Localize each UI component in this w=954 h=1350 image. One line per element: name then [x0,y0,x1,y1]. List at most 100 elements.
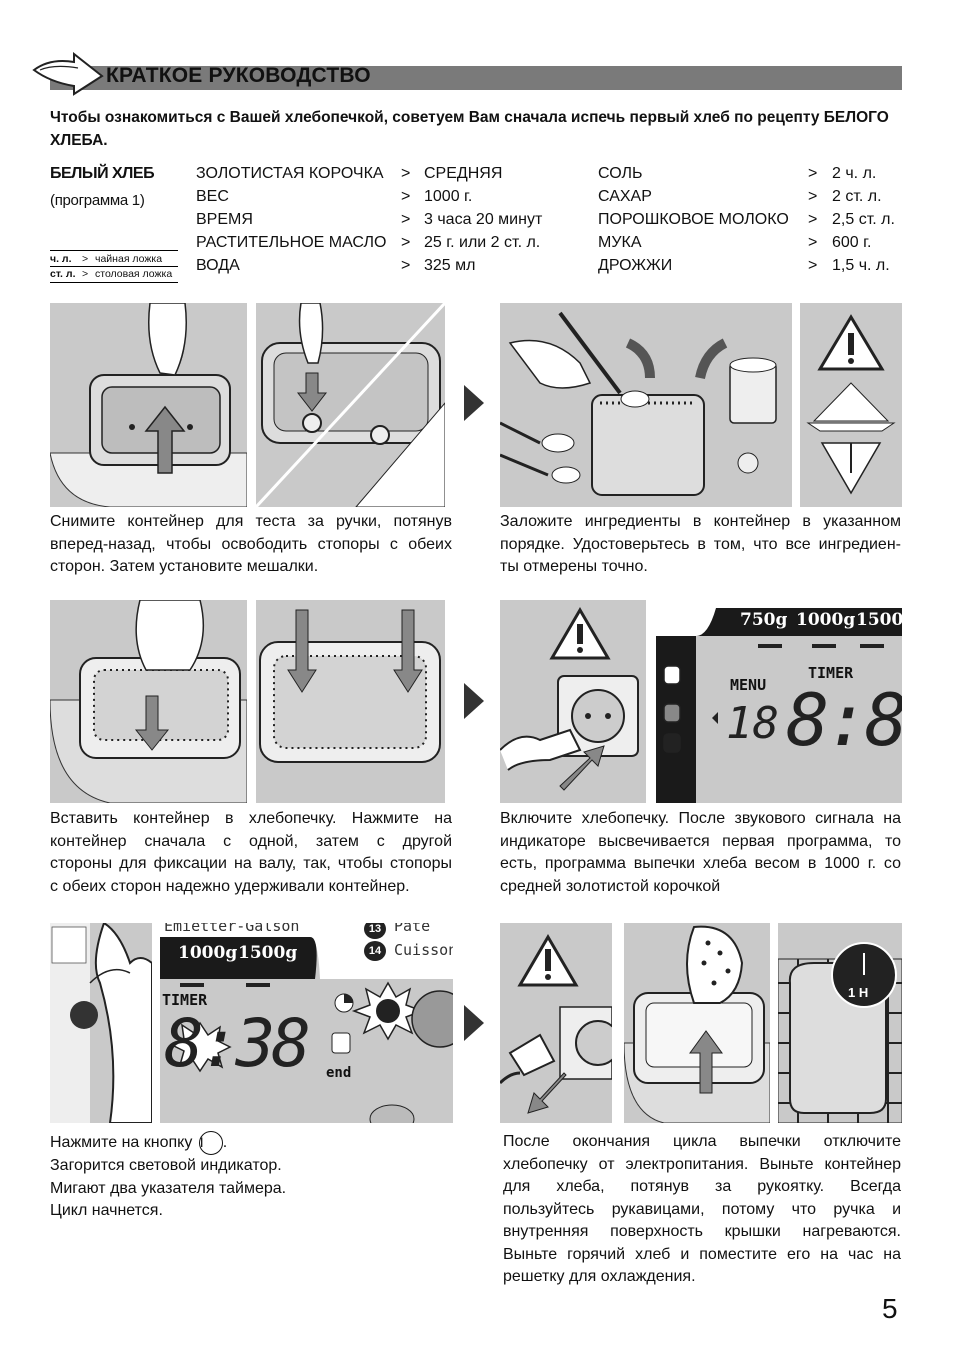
caption-line: После окончания цикла выпечки отключите [503,1133,901,1150]
weight-1000: 1000g [796,610,856,630]
setting-sep: > [401,257,411,274]
abbr-meaning: чайная ложка [95,253,163,265]
caption-line: Цикл начнется. [50,1202,163,1219]
caption-punct: . [222,1134,228,1152]
caption-line: есть, программа выпечки хлеба весом в 10… [500,855,901,872]
ingredient-label: СОЛЬ [598,165,643,182]
program-item-cuisson: Cuisson [394,941,453,959]
ingredient-value: 2 ст. л. [832,188,882,205]
top-cut-label: Emietter-Galson [164,923,300,935]
caption-line: сторон. Затем установите мешалки. [50,558,319,575]
caption-line: контейнер сначала с одной, затем с друго… [50,832,452,850]
display-panel-2: Emietter-Galson 13 Pate 14 Cuisson 1000g… [160,923,453,1123]
time-readout: 8:88 [786,678,902,762]
abbreviation-legend: ч. л. > чайная ложка ст. л. > столовая ложка [50,250,178,283]
ingredient-value: 1,5 ч. л. [832,257,890,274]
ingredient-sep: > [808,165,818,182]
next-step-arrow-icon [464,385,484,421]
caption-line: решетку для охлаждения. [503,1268,696,1285]
end-label: end [326,1065,352,1081]
ingredient-label: САХАР [598,188,652,205]
illustration-weigh-warning [800,303,902,507]
ingredient-value: 600 г. [832,234,872,251]
caption-line: ты отмерены точно. [500,558,648,575]
abbr-key: ст. л. [50,268,76,280]
caption-line: внутренняя поверхность крышки нагреваютс… [503,1223,901,1240]
illustration-unplug [500,923,612,1123]
recipe-name: БЕЛЫЙ ХЛЕБ [50,165,155,182]
setting-label: ВРЕМЯ [196,211,253,228]
abbr-key: ч. л. [50,253,72,265]
illustration-insert-pan [50,600,247,803]
illustration-remove-bread [624,923,770,1123]
abbr-sep: > [82,253,89,265]
setting-sep: > [401,234,411,251]
illustration-cooling-rack: 1 H [778,923,902,1123]
ingredient-label: ДРОЖЖИ [598,257,673,274]
setting-sep: > [401,165,411,182]
ingredient-sep: > [808,188,818,205]
one-hour-badge: 1 H [848,985,869,1000]
caption-line: Снимите контейнер для теста за ручки, по… [50,513,452,530]
ingredient-labels: СОЛЬ САХАР ПОРОШКОВОЕ МОЛОКО МУКА ДРОЖЖИ [598,162,789,277]
illustration-add-ingredients [500,303,792,507]
step-2-caption: Заложите ингредиенты в контейнер в указа… [500,511,901,579]
caption-line: Нажмите на кнопку [50,1134,193,1152]
weight-1000: 1000g [178,943,238,963]
timer-label: TIMER [162,991,208,1009]
caption-line: Вставить контейнер в хлебопечку. Нажмите… [50,810,452,827]
recipe-program: (программа 1) [50,192,145,209]
ingredient-sep: > [808,234,818,251]
caption-first-line: Нажмите на кнопку I. [50,1131,452,1155]
abbr-meaning: столовая ложка [95,268,173,280]
caption-line: Мигают два указателя таймера. [50,1179,287,1197]
intro-text: Чтобы ознакомиться с Вашей хлебопечкой, … [50,109,889,149]
ingredient-seps: > > > > > [808,162,817,277]
ingredient-sep: > [808,257,818,274]
menu-label: MENU [730,676,767,694]
caption-line: Заложите ингредиенты в контейнер в указа… [500,513,901,530]
settings-labels: ЗОЛОТИСТАЯ КОРОЧКА ВЕС ВРЕМЯ РАСТИТЕЛЬНО… [196,162,386,277]
ingredient-label: МУКА [598,234,642,251]
header-bar [50,66,902,90]
ingredient-value: 2,5 ст. л. [832,211,895,228]
setting-sep: > [401,188,411,205]
setting-value: 1000 г. [424,188,473,205]
time-readout: 8:38 [164,1005,311,1082]
weight-1500: 1500g [856,610,902,630]
caption-line: для хлеба, потянув за рукоятку. Всегда [503,1178,901,1195]
settings-seps: > > > > > [401,162,410,277]
ingredient-value: 2 ч. л. [832,165,877,182]
illustration-plug-in [500,600,646,803]
caption-line: порядке. Удостоверьтесь в том, что все и… [500,535,901,553]
page-title: КРАТКОЕ РУКОВОДСТВО [106,64,371,87]
next-step-arrow-icon [464,683,484,719]
settings-values: СРЕДНЯЯ 1000 г. 3 часа 20 минут 25 г. ил… [424,162,542,277]
caption-line: вперед-назад, чтобы освободить стопоры с… [50,535,452,553]
illustration-remove-pan [50,303,247,507]
weight-750: 750g [740,610,788,630]
program-item-pate: Pate [394,923,431,935]
ingredient-values: 2 ч. л. 2 ст. л. 2,5 ст. л. 600 г. 1,5 ч… [832,162,895,277]
caption-line: средней золотистой корочкой [500,877,721,895]
illustration-install-paddle [256,303,445,507]
step-5-caption: Нажмите на кнопку I. Загорится световой … [50,1131,452,1223]
step-6-caption: После окончания цикла выпечки отключите … [503,1131,901,1289]
setting-value: 25 г. или 2 ст. л. [424,234,541,251]
setting-value: СРЕДНЯЯ [424,165,503,182]
abbr-sep: > [82,268,89,280]
caption-line: с обеих сторон надежно удерживали контей… [50,877,410,895]
program-readout: 18 [726,698,779,749]
illustration-press-button [50,923,152,1123]
caption-line: Выньте горячий хлеб и поместите его на ч… [503,1245,901,1263]
caption-line: пользуйтесь рукавицами, потому что ручка… [503,1200,901,1218]
power-button-icon: I [198,1131,223,1155]
ingredient-label: ПОРОШКОВОЕ МОЛОКО [598,211,789,228]
caption-line: индикаторе высвечивается первая программ… [500,832,901,850]
next-step-arrow-icon [464,1005,484,1041]
timer-label: TIMER [808,664,854,682]
caption-line: Включите хлебопечку. После звукового сиг… [500,810,901,827]
step-4-caption: Включите хлебопечку. После звукового сиг… [500,808,901,898]
illustration-lock-pan [256,600,445,803]
step-1-caption: Снимите контейнер для теста за ручки, по… [50,511,452,579]
